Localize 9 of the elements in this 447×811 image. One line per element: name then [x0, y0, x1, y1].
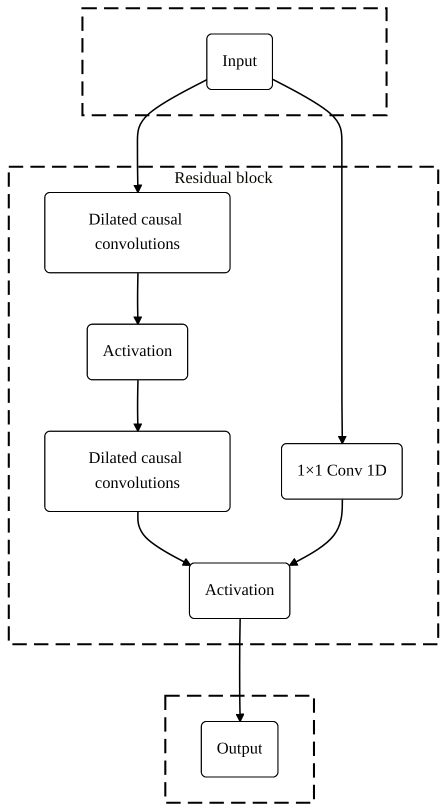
arrow — [133, 273, 142, 326]
arrow — [133, 380, 142, 432]
arrow — [133, 78, 208, 194]
arrow — [288, 500, 344, 566]
arrow — [272, 78, 347, 444]
arrow — [235, 619, 245, 722]
arrow — [137, 512, 192, 566]
cluster — [81, 7, 388, 116]
cluster — [164, 694, 315, 804]
